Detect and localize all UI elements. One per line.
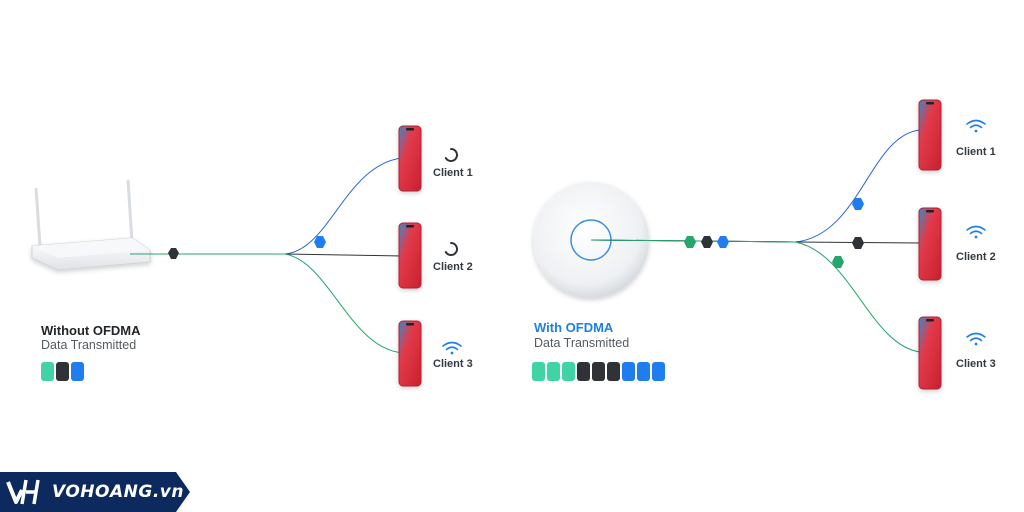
- right-packet-group: [684, 236, 729, 248]
- right-phone-2: [918, 207, 942, 281]
- left-packet-blue: [314, 236, 326, 248]
- left-client-2-label: Client 2: [433, 261, 473, 273]
- data-block-green: [547, 362, 560, 381]
- left-client-1-label: Client 1: [433, 167, 473, 179]
- data-block-blue: [652, 362, 665, 381]
- left-subheading: Data Transmitted: [41, 338, 137, 352]
- left-phone-3: [398, 320, 422, 387]
- wifi-icon: [966, 332, 986, 346]
- right-heading: With OFDMA: [534, 320, 614, 335]
- data-block-blue: [637, 362, 650, 381]
- data-block-blue: [622, 362, 635, 381]
- data-block-black: [56, 362, 69, 381]
- right-phone-1: [918, 99, 942, 171]
- right-packet-black: [852, 237, 864, 249]
- left-phone-1: [398, 125, 422, 192]
- left-client-3-label: Client 3: [433, 358, 473, 370]
- left-data-blocks: [41, 362, 84, 381]
- data-block-black: [592, 362, 605, 381]
- left-connection-lines: [130, 157, 405, 354]
- loading-spinner-icon: [444, 148, 458, 162]
- data-block-green: [532, 362, 545, 381]
- right-connection-lines: [590, 129, 921, 353]
- brand-banner: [0, 472, 190, 512]
- left-phone-2: [398, 222, 422, 289]
- wifi-icon: [966, 119, 986, 133]
- router-icon: [31, 179, 151, 271]
- wifi-icon: [442, 341, 462, 355]
- right-packet-blue: [852, 198, 864, 210]
- right-data-blocks: [532, 362, 665, 381]
- wifi-icon: [966, 225, 986, 239]
- right-client-1-label: Client 1: [956, 146, 996, 158]
- right-client-2-label: Client 2: [956, 251, 996, 263]
- right-phone-3: [918, 316, 942, 390]
- vh-logo-icon: [6, 479, 40, 505]
- right-subheading: Data Transmitted: [534, 336, 630, 350]
- data-block-blue: [71, 362, 84, 381]
- loading-spinner-icon: [444, 242, 458, 256]
- data-block-green: [562, 362, 575, 381]
- right-packet-green: [832, 256, 844, 268]
- left-heading: Without OFDMA: [41, 323, 141, 338]
- left-packet-black: [168, 248, 179, 259]
- right-client-3-label: Client 3: [956, 358, 996, 370]
- data-block-black: [577, 362, 590, 381]
- data-block-green: [41, 362, 54, 381]
- brand-name: VOHOANG.vn: [52, 482, 184, 502]
- data-block-black: [607, 362, 620, 381]
